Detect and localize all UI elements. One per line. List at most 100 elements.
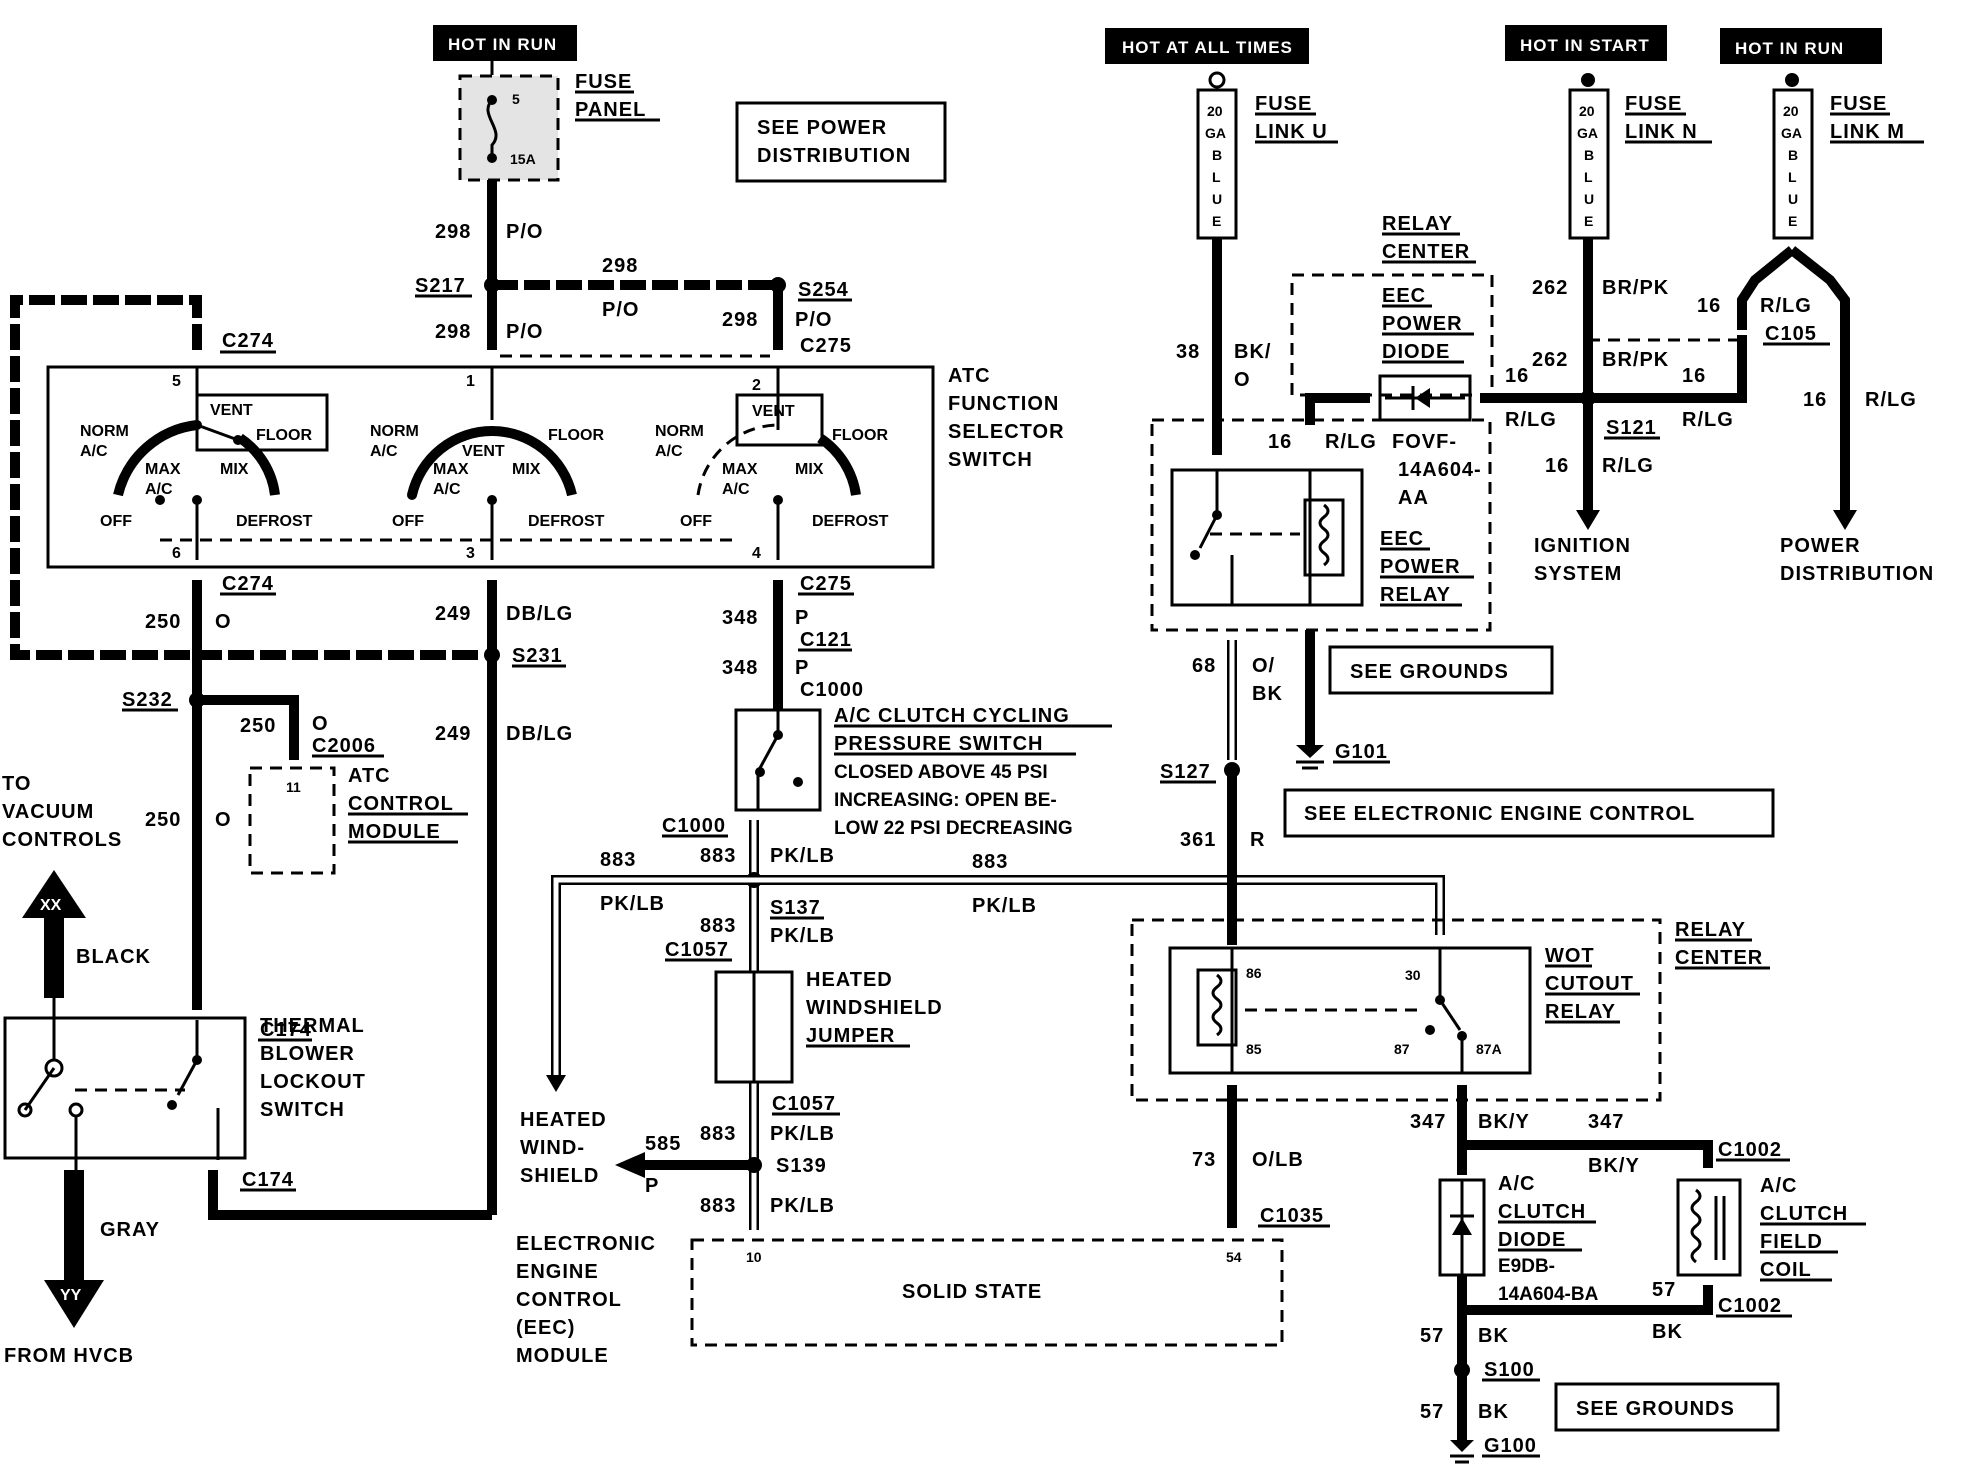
svg-text:57: 57: [1420, 1401, 1444, 1423]
svg-text:C1057: C1057: [772, 1093, 836, 1115]
svg-text:EEC: EEC: [1380, 528, 1424, 550]
svg-text:CLUTCH: CLUTCH: [1498, 1201, 1586, 1223]
wire-16-diode-to-relay: [1305, 393, 1370, 425]
fuse-link-n-gauge: 20 GA B L U E: [1577, 103, 1598, 229]
svg-text:10: 10: [746, 1249, 762, 1265]
svg-text:298: 298: [602, 255, 638, 277]
svg-text:57: 57: [1652, 1279, 1676, 1301]
svg-text:PK/LB: PK/LB: [770, 1195, 835, 1217]
atc-title-3: SELECTOR: [948, 421, 1065, 443]
hot-in-run-left-text: HOT IN RUN: [448, 35, 557, 54]
svg-text:249: 249: [435, 723, 471, 745]
svg-text:LINK N: LINK N: [1625, 121, 1698, 143]
svg-text:R/LG: R/LG: [1505, 409, 1557, 431]
svg-text:CENTER: CENTER: [1675, 947, 1763, 969]
fuse-pin-label: 5: [512, 91, 520, 107]
svg-text:PK/LB: PK/LB: [770, 925, 835, 947]
xx-arrow-icon: [22, 870, 86, 918]
svg-text:BK: BK: [1478, 1325, 1509, 1347]
svg-text:C1057: C1057: [665, 939, 729, 961]
svg-text:FROM HVCB: FROM HVCB: [4, 1345, 134, 1367]
svg-text:DISTRIBUTION: DISTRIBUTION: [1780, 563, 1934, 585]
svg-text:O/LB: O/LB: [1252, 1149, 1304, 1171]
svg-text:C274: C274: [222, 330, 274, 352]
atc-control-module-box: [248, 766, 336, 875]
svg-text:P: P: [795, 607, 809, 629]
svg-text:FUSE: FUSE: [1830, 93, 1887, 115]
wot-relay-outer: [1130, 918, 1662, 1102]
svg-text:DEFROST: DEFROST: [528, 513, 605, 530]
svg-text:54: 54: [1226, 1249, 1242, 1265]
svg-text:20: 20: [1207, 103, 1223, 119]
svg-text:G101: G101: [1335, 741, 1388, 763]
svg-text:OFF: OFF: [680, 513, 712, 530]
eec-power-diode-box: [1290, 273, 1494, 397]
svg-text:O/: O/: [1252, 655, 1275, 677]
svg-text:OFF: OFF: [100, 513, 132, 530]
see-eec-box: [1283, 788, 1775, 838]
wire-57-return: [1457, 1275, 1713, 1315]
svg-text:WOT: WOT: [1545, 945, 1595, 967]
svg-text:SEE GROUNDS: SEE GROUNDS: [1576, 1398, 1735, 1420]
wire-347-to-coil: [1462, 1140, 1713, 1168]
svg-text:POWER: POWER: [1780, 535, 1861, 557]
svg-text:361: 361: [1180, 829, 1216, 851]
svg-text:(EEC): (EEC): [516, 1317, 575, 1339]
svg-text:87: 87: [1394, 1041, 1410, 1057]
svg-text:BK/Y: BK/Y: [1588, 1155, 1640, 1177]
svg-text:P/O: P/O: [795, 309, 832, 331]
svg-text:U: U: [1788, 191, 1798, 207]
svg-text:E: E: [1584, 213, 1593, 229]
svg-text:FUSE: FUSE: [1255, 93, 1312, 115]
svg-text:S217: S217: [415, 275, 466, 297]
svg-text:PK/LB: PK/LB: [770, 1123, 835, 1145]
svg-text:DIODE: DIODE: [1498, 1229, 1566, 1251]
svg-text:S231: S231: [512, 645, 563, 667]
svg-text:P/O: P/O: [506, 321, 543, 343]
svg-text:ATC: ATC: [348, 765, 391, 787]
svg-text:NORM: NORM: [655, 423, 704, 440]
svg-text:20: 20: [1579, 103, 1595, 119]
ground-g100-icon: [1450, 1440, 1474, 1452]
svg-text:VENT: VENT: [210, 402, 253, 419]
svg-text:262: 262: [1532, 349, 1568, 371]
eec-module-box: [690, 1238, 1284, 1347]
svg-text:ENGINE: ENGINE: [516, 1261, 599, 1283]
svg-text:ELECTRONIC: ELECTRONIC: [516, 1233, 656, 1255]
svg-text:VENT: VENT: [462, 443, 505, 460]
wire-16-fuse-m-left: [1737, 246, 1796, 330]
svg-text:16: 16: [1505, 365, 1529, 387]
svg-text:BLACK: BLACK: [76, 946, 151, 968]
svg-text:GA: GA: [1781, 125, 1802, 141]
fuse-link-u-gauge: 20 GA B L U E: [1205, 103, 1226, 229]
svg-text:R: R: [1250, 829, 1265, 851]
svg-text:883: 883: [700, 845, 736, 867]
svg-text:CONTROLS: CONTROLS: [2, 829, 122, 851]
svg-text:THERMAL: THERMAL: [260, 1015, 365, 1037]
svg-text:PK/LB: PK/LB: [770, 845, 835, 867]
wire-883-to-wot: [754, 875, 1445, 935]
svg-text:C1002: C1002: [1718, 1295, 1782, 1317]
svg-text:MIX: MIX: [512, 461, 541, 478]
svg-text:SEE GROUNDS: SEE GROUNDS: [1350, 661, 1509, 683]
svg-text:L: L: [1212, 169, 1221, 185]
svg-text:A/C: A/C: [433, 481, 461, 498]
fuse-panel-label-1: FUSE: [575, 71, 632, 93]
svg-text:MIX: MIX: [795, 461, 824, 478]
svg-text:A/C: A/C: [722, 481, 750, 498]
atc-arc-2: [407, 426, 577, 497]
svg-text:14A604-BA: 14A604-BA: [1498, 1284, 1599, 1305]
svg-text:O: O: [312, 713, 329, 735]
svg-text:57: 57: [1420, 1325, 1444, 1347]
svg-text:BR/PK: BR/PK: [1602, 277, 1669, 299]
fuse-panel-box: [458, 74, 560, 182]
svg-text:S232: S232: [122, 689, 173, 711]
svg-text:1: 1: [466, 373, 475, 390]
svg-text:C274: C274: [222, 573, 274, 595]
svg-text:3: 3: [466, 545, 475, 562]
svg-text:MAX: MAX: [722, 461, 758, 478]
svg-text:DEFROST: DEFROST: [812, 513, 889, 530]
svg-text:AA: AA: [1398, 487, 1429, 509]
splice-s231: [484, 647, 500, 663]
